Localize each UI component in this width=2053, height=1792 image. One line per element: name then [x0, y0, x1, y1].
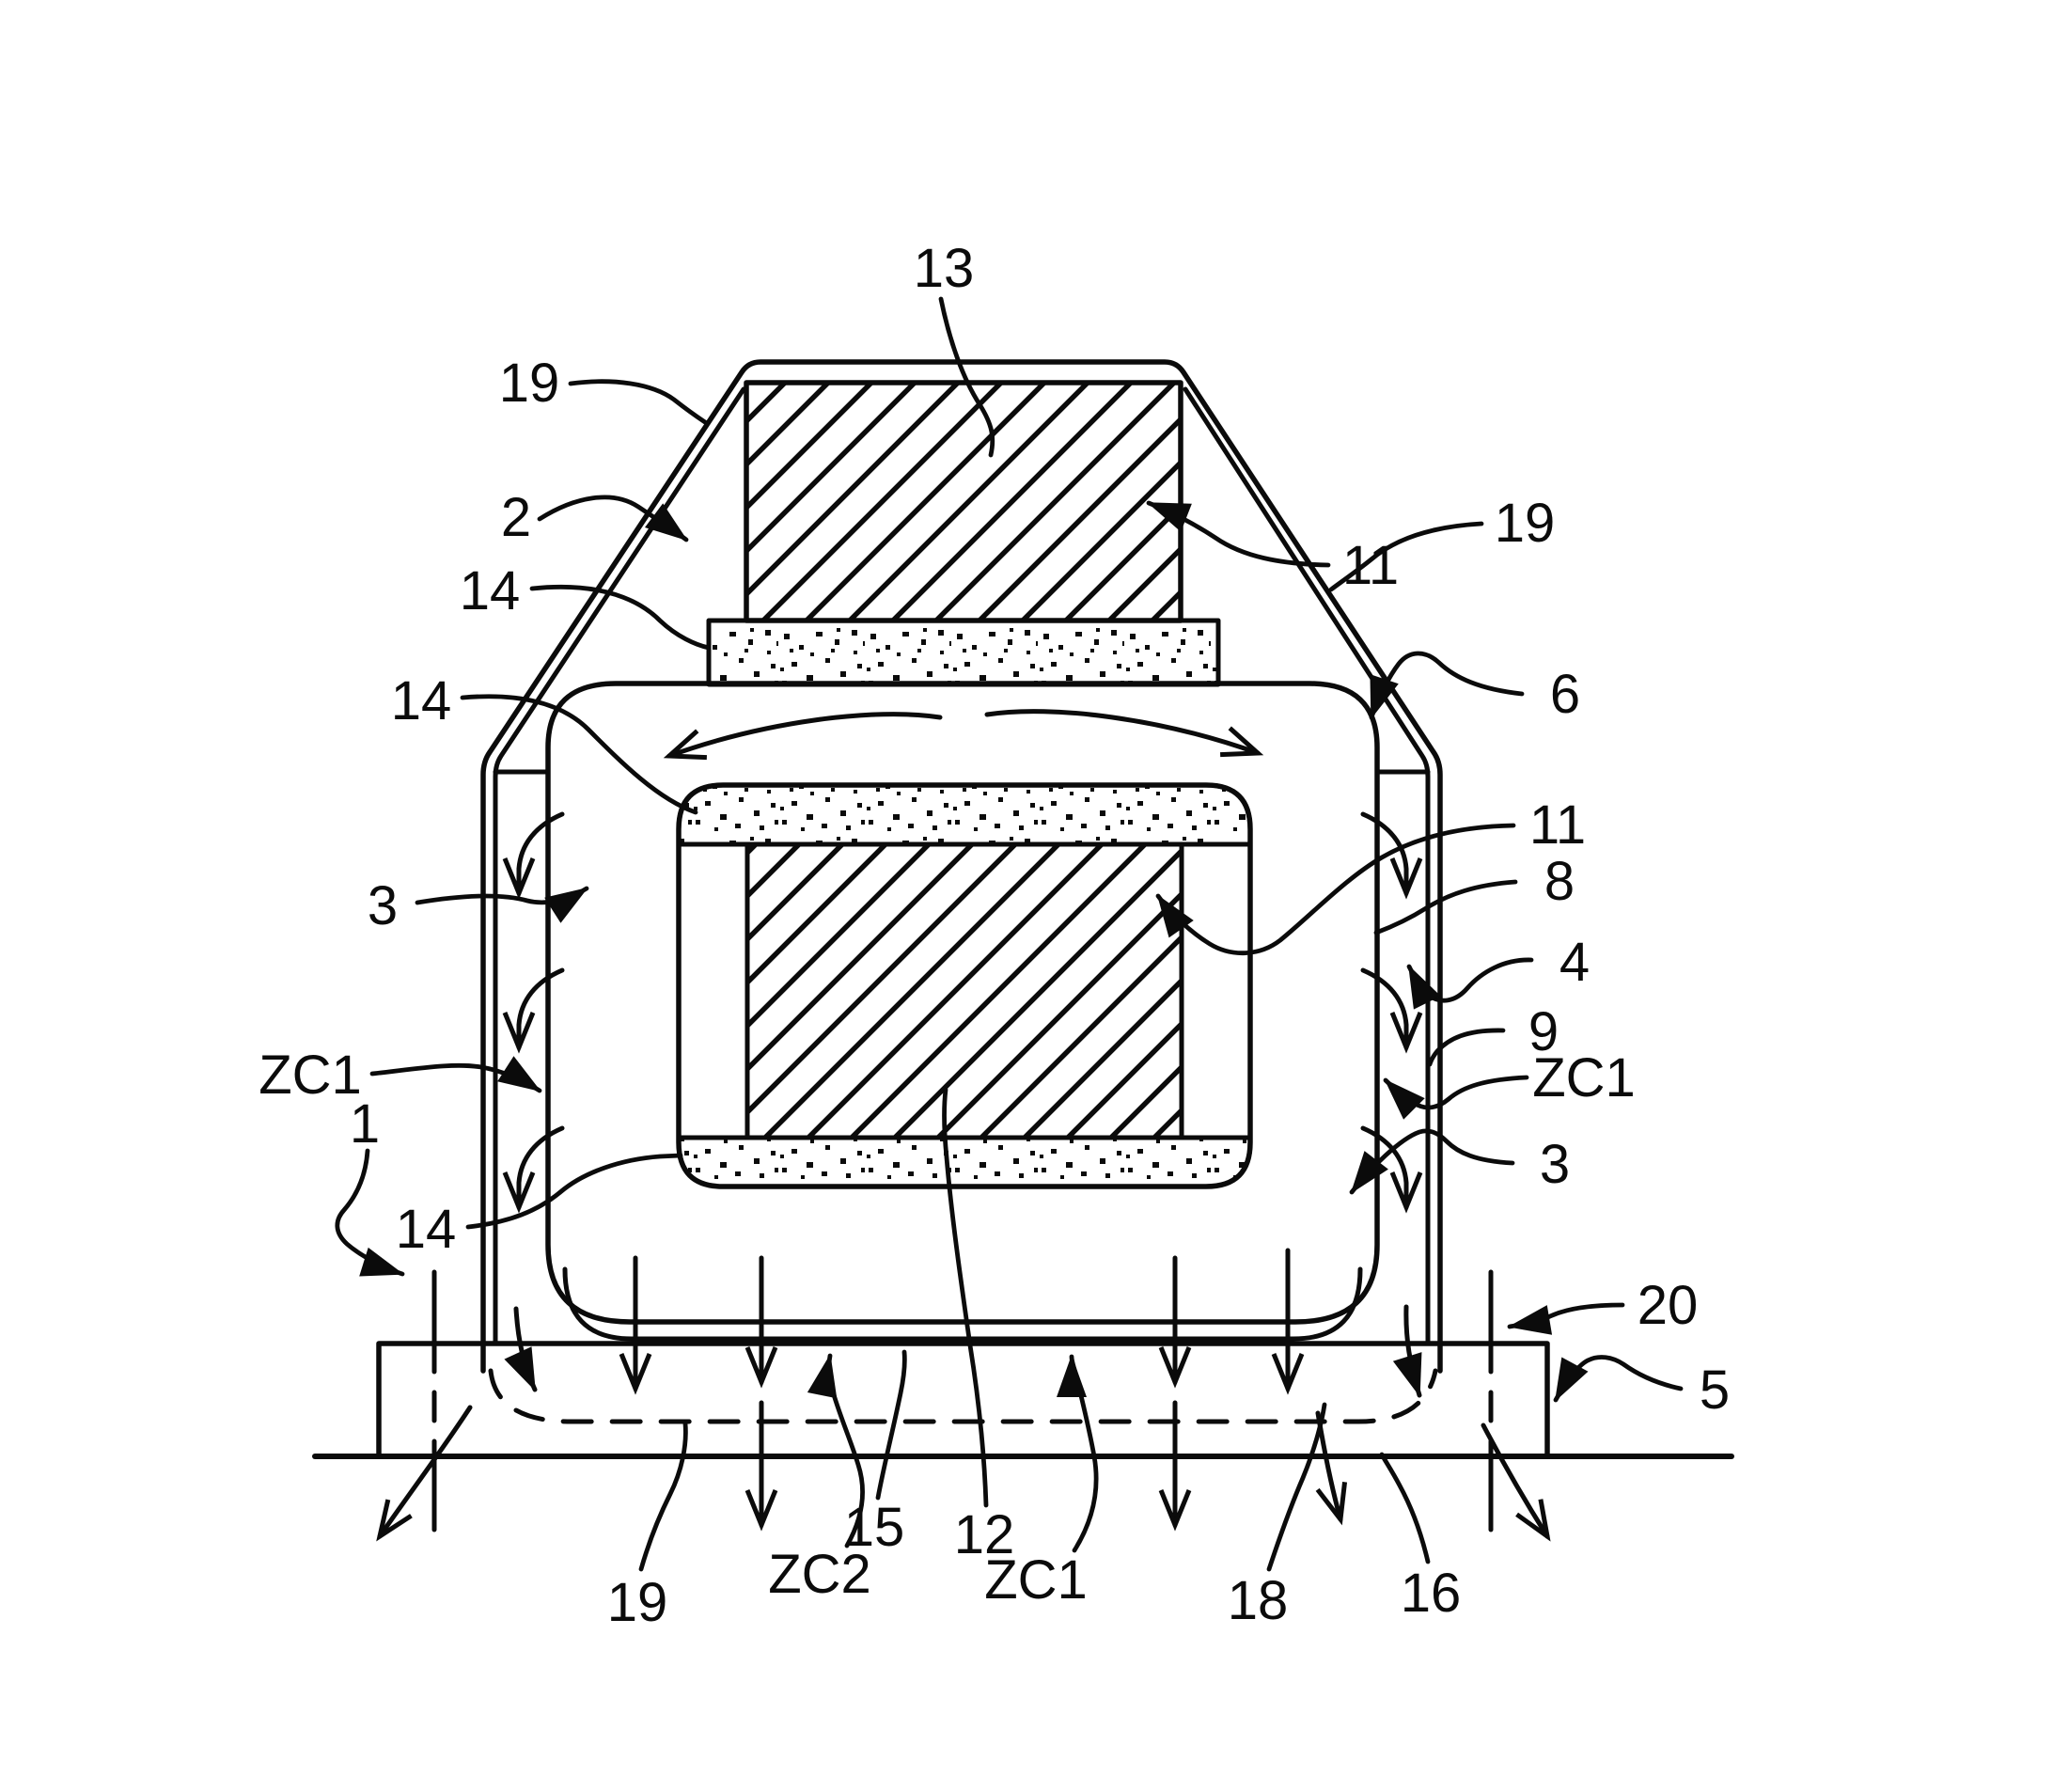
leader-14-lower: [465, 1153, 683, 1230]
leader-12: [942, 1087, 989, 1508]
label-zc2: ZC2: [768, 1544, 871, 1605]
leader-9: [1427, 1028, 1506, 1067]
damper-pad-14-upper: [706, 618, 1221, 687]
flow-arrows-top: [663, 709, 1264, 761]
label-9: 9: [1528, 1001, 1559, 1062]
right-channel-outflow-arrow: [1392, 1304, 1422, 1398]
coil-body-bottom-inner-line: [562, 1266, 1363, 1342]
housing-outer-contour-19: [480, 359, 1443, 1374]
label-19-bottom: 19: [607, 1572, 668, 1633]
left-channel-outflow-arrow: [504, 1306, 538, 1392]
label-2: 2: [501, 487, 531, 548]
flow-arrow-top-right: [984, 709, 1264, 758]
label-3-right: 3: [1540, 1134, 1570, 1195]
base-plate-5: [376, 1341, 1550, 1459]
label-zc1-right: ZC1: [1532, 1047, 1636, 1108]
leader-16: [1379, 1452, 1431, 1564]
leader-11-top: [1146, 500, 1331, 568]
internal-flow-dashed-line-15: [488, 1368, 1438, 1424]
leader-18: [1266, 1402, 1327, 1572]
label-18: 18: [1228, 1570, 1289, 1631]
damper-pad-14-inner-top: [676, 782, 1253, 847]
leader-5: [1553, 1355, 1684, 1403]
leader-14-upper: [529, 584, 712, 651]
label-zc1-left: ZC1: [259, 1045, 362, 1106]
leader-zc1-bottom: [1057, 1354, 1099, 1553]
label-8: 8: [1544, 851, 1575, 912]
label-3-left: 3: [368, 875, 398, 936]
left-channel-arrows: [502, 811, 565, 1214]
flow-arrow-top-left: [663, 712, 943, 761]
leader-3-left: [415, 886, 589, 923]
leader-4: [1406, 957, 1534, 1010]
core-block-12: [744, 841, 1184, 1140]
label-4: 4: [1559, 932, 1590, 993]
leader-1: [335, 1148, 405, 1277]
label-1: 1: [350, 1093, 380, 1155]
label-11-top: 11: [1342, 535, 1399, 596]
leader-lines: [335, 296, 1684, 1572]
leader-19-top-right: [1328, 521, 1484, 592]
magnet-block-13: [744, 380, 1183, 623]
label-5: 5: [1700, 1360, 1730, 1421]
label-14-mid: 14: [391, 670, 452, 731]
through-plate-arrows: [619, 1248, 1305, 1532]
right-channel-arrows: [1360, 811, 1423, 1214]
leader-3-right: [1349, 1128, 1515, 1195]
leader-2: [537, 495, 689, 542]
label-11-right: 11: [1529, 794, 1586, 856]
leader-20: [1507, 1302, 1625, 1335]
inner-assembly-outline: [676, 782, 1253, 1189]
leader-14-mid: [460, 694, 698, 815]
leader-8: [1373, 879, 1518, 935]
label-6: 6: [1550, 664, 1580, 725]
label-19-top-right: 19: [1495, 493, 1556, 554]
housing-inner-contour-left: [493, 386, 746, 1346]
label-19-top-left: 19: [499, 353, 560, 414]
label-12: 12: [954, 1504, 1015, 1565]
figure-root: [312, 296, 1734, 1572]
leader-zc1-left: [369, 1056, 542, 1093]
leader-13: [938, 296, 995, 458]
leader-zc2: [807, 1353, 865, 1548]
leader-19-bottom: [638, 1421, 688, 1572]
label-14-lower: 14: [396, 1199, 457, 1260]
label-15: 15: [844, 1497, 905, 1558]
label-16: 16: [1401, 1563, 1462, 1624]
housing-inner-contour-right: [1183, 386, 1431, 1346]
label-14-upper: 14: [460, 560, 521, 621]
leader-zc1-right: [1383, 1075, 1529, 1120]
leader-11-right: [1155, 823, 1516, 956]
label-20: 20: [1638, 1275, 1699, 1336]
leader-15: [875, 1349, 907, 1501]
leader-6: [1369, 651, 1525, 720]
label-zc1-bottom: ZC1: [984, 1549, 1088, 1611]
leader-19-top-left: [568, 379, 708, 425]
label-13: 13: [914, 238, 975, 299]
damper-pad-14-inner-bottom: [676, 1135, 1253, 1189]
bobbin-column-lines: [744, 841, 1184, 1140]
